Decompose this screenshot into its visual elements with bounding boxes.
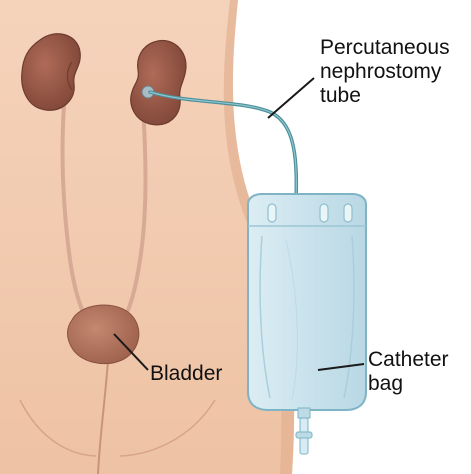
label-bladder: Bladder (150, 362, 222, 386)
label-catheter-bag: Catheter bag (368, 348, 449, 396)
drain-valve-icon (296, 408, 312, 454)
label-line: Percutaneous (320, 36, 450, 60)
label-line: tube (320, 84, 450, 108)
label-nephrostomy-tube: Percutaneous nephrostomy tube (320, 36, 450, 108)
label-line: nephrostomy (320, 60, 450, 84)
label-line: Catheter (368, 348, 449, 372)
leader-tube (268, 78, 314, 118)
label-line: bag (368, 372, 449, 396)
catheter-bag-icon (248, 194, 366, 410)
bladder-icon (68, 305, 139, 364)
